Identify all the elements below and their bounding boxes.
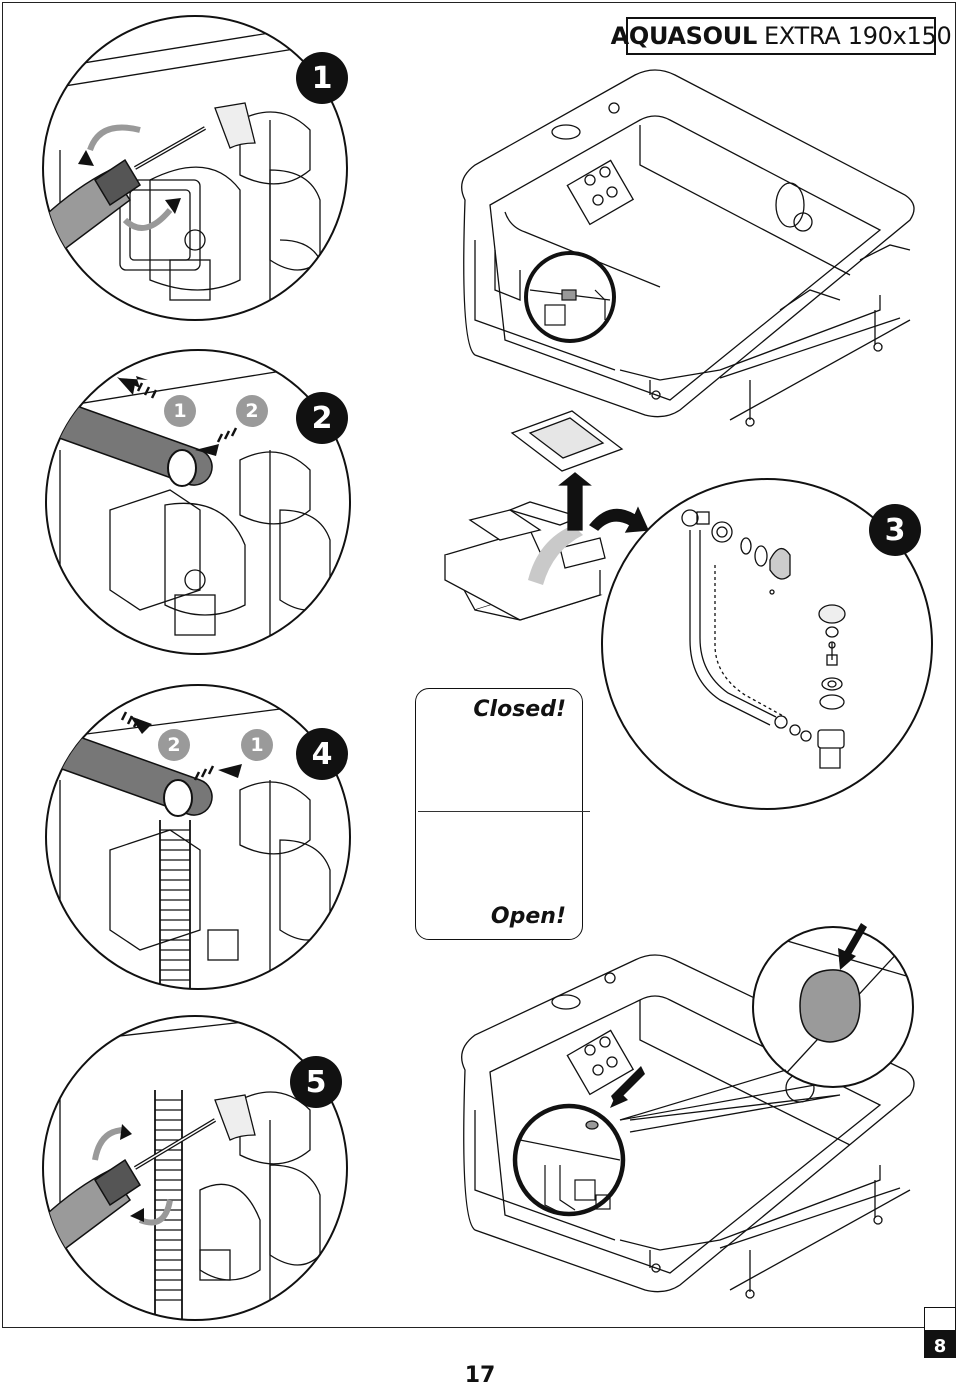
closed-label: Closed! bbox=[473, 697, 566, 722]
step-number-5: 5 bbox=[290, 1056, 342, 1108]
step-number-4: 4 bbox=[296, 728, 348, 780]
step-number-2: 2 bbox=[296, 392, 348, 444]
parts-bag-and-box bbox=[444, 410, 649, 621]
product-brand: AQUASOUL bbox=[610, 22, 758, 50]
legend-divider bbox=[418, 811, 590, 812]
step2-substep-1: 1 bbox=[164, 395, 196, 427]
step3-detail bbox=[601, 478, 933, 810]
bathtub-top-illustration bbox=[461, 69, 915, 427]
zoom-circle-overflow bbox=[512, 1103, 626, 1217]
page-number: 17 bbox=[464, 1363, 496, 1388]
step-number-3: 3 bbox=[869, 504, 921, 556]
tool-icon-frame bbox=[924, 1307, 956, 1331]
open-label: Open! bbox=[490, 904, 566, 929]
overflow-cap-detail bbox=[619, 923, 914, 1121]
tool-count-badge: 8 bbox=[924, 1330, 956, 1358]
bathtub-bottom-illustration bbox=[461, 954, 915, 1299]
step4-detail bbox=[45, 684, 351, 990]
step5-detail bbox=[42, 1015, 348, 1321]
product-model: EXTRA 190x150 bbox=[763, 22, 952, 50]
step2-detail bbox=[45, 349, 351, 655]
step4-substep-2: 2 bbox=[158, 729, 190, 761]
plug-state-legend: Closed! Open! bbox=[415, 688, 590, 940]
step4-substep-1: 1 bbox=[241, 729, 273, 761]
product-title: AQUASOUL EXTRA 190x150 bbox=[611, 17, 952, 55]
step-number-1: 1 bbox=[296, 52, 348, 104]
step2-substep-2: 2 bbox=[236, 395, 268, 427]
page-frame bbox=[2, 2, 956, 1328]
